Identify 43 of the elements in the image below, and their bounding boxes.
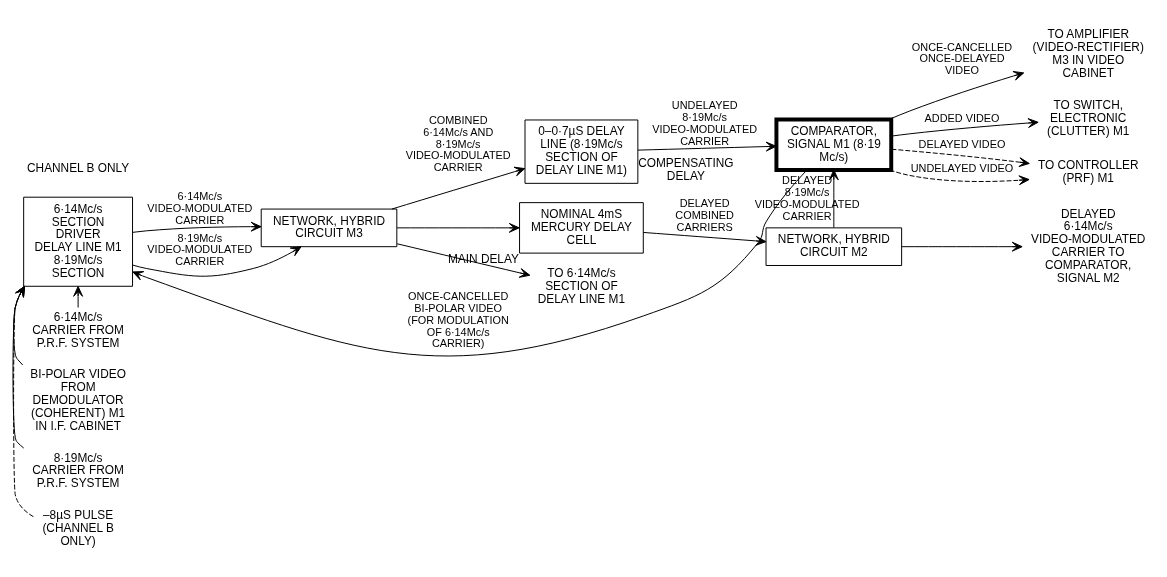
node-box: NETWORK, HYBRID CIRCUIT M2: [765, 227, 903, 266]
arrow: [901, 241, 1023, 252]
arrow: [891, 118, 1039, 137]
node-text: TO SWITCH, ELECTRONIC (CLUTTER) M1: [1047, 98, 1130, 138]
node-text: BI-POLAR VIDEO FROM DEMODULATOR (COHERENT) M1 IN I.F. CABINET: [30, 367, 126, 433]
arrow: [642, 231, 767, 246]
edge-label: 6·14Mc/s VIDEO-MODULATED CARRIER: [147, 189, 253, 226]
node-text: –8µS PULSE (CHANNEL B ONLY): [42, 507, 114, 548]
edge-label: ONCE-CANCELLED BI-POLAR VIDEO (FOR MODULATION OF 6·14Mc/s CARRIER): [407, 289, 509, 350]
node-label: COMPENSATING DELAY: [638, 156, 734, 183]
edge-label: ONCE-CANCELLED ONCE-DELAYED VIDEO: [911, 40, 1013, 77]
edge-label: DELAYED VIDEO: [918, 138, 1006, 151]
arrow: [132, 246, 302, 277]
node-box: NOMINAL 4mS MERCURY DELAY CELL: [519, 202, 644, 254]
arrow: [891, 148, 1030, 168]
node-text: 8·19Mc/s CARRIER FROM P.R.F. SYSTEM: [32, 450, 124, 491]
arrow: [132, 169, 808, 357]
node-text: TO 6·14Mc/s SECTION OF DELAY LINE M1: [537, 266, 626, 307]
arrow: [132, 221, 262, 233]
arrow: [828, 169, 839, 228]
arrow: [396, 243, 531, 278]
node-box: COMPARATOR, SIGNAL M1 (8·19 Mc/s): [774, 117, 894, 172]
node-text: 6·14Mc/s CARRIER FROM P.R.F. SYSTEM: [32, 310, 124, 350]
edge-label: UNDELAYED 8·19Mc/s VIDEO-MODULATED CARRIER: [652, 98, 758, 147]
node-box: NETWORK, HYBRID CIRCUIT M3: [260, 208, 398, 248]
arrow: [13, 285, 34, 518]
node-box: 6·14Mc/s SECTION DRIVER DELAY LINE M1 8·19Mc/s SECTION: [23, 196, 134, 287]
node-text: DELAYED 6·14Mc/s VIDEO-MODULATED CARRIER TO COMPARATOR, SIGNAL M2: [1031, 206, 1146, 285]
edge-label: 8·19Mc/s VIDEO-MODULATED CARRIER: [147, 231, 253, 268]
edge-label: COMBINED 6·14Mc/s AND 8·19Mc/s VIDEO-MODULATED CARRIER: [405, 113, 511, 174]
node-box: 0–0·7µS DELAY LINE (8·19Mc/s SECTION OF DELAY LINE M1): [524, 119, 639, 184]
label: CHANNEL B ONLY: [27, 160, 130, 175]
edge-label: DELAYED COMBINED CARRIERS: [675, 196, 734, 233]
node-text: TO AMPLIFIER (VIDEO-RECTIFIER) M3 IN VIDEO CABINET: [1032, 27, 1144, 81]
arrow: [12, 285, 25, 449]
arrow: [888, 71, 1025, 120]
edge-label: UNDELAYED VIDEO: [910, 162, 1014, 175]
arrow: [396, 222, 520, 233]
node-text: TO CONTROLLER (PRF) M1: [1037, 158, 1139, 185]
arrow: [391, 166, 526, 210]
arrow: [637, 141, 777, 152]
arrow: [73, 285, 84, 308]
edge-label: ADDED VIDEO: [924, 111, 1000, 124]
